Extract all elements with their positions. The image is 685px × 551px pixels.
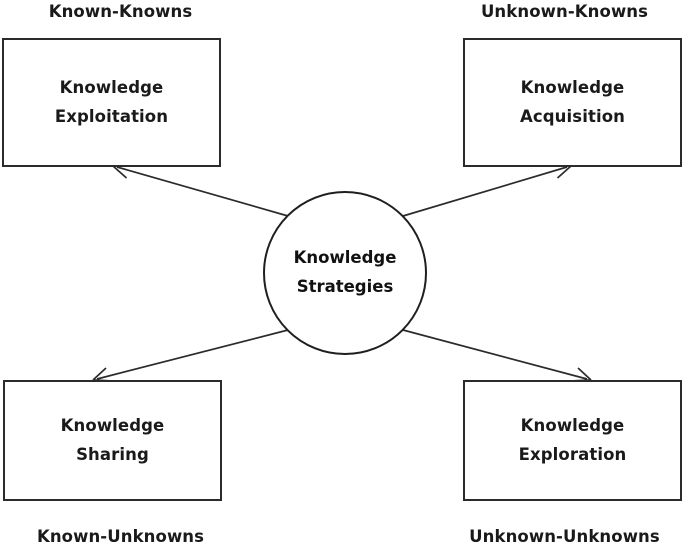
box-label-line1: Knowledge (60, 416, 165, 436)
box-label-line2: Exploitation (54, 106, 169, 126)
center-label-line2: Strategies (296, 277, 394, 296)
arrow-center-to-top-left (112, 163, 289, 217)
box-knowledge-exploitation: Knowledge Exploitation (2, 38, 221, 167)
quadrant-label-known-knowns: Known-Knowns (48, 2, 193, 21)
box-label-line1: Knowledge (520, 416, 625, 436)
center-node-knowledge-strategies: Knowledge Strategies (263, 191, 427, 355)
arrow-center-to-bottom-right (402, 329, 592, 382)
arrow-center-to-bottom-left (92, 329, 289, 382)
box-knowledge-acquisition: Knowledge Acquisition (463, 38, 682, 167)
box-label-line2: Exploration (518, 444, 627, 464)
box-knowledge-exploration: Knowledge Exploration (463, 380, 682, 501)
quadrant-label-unknown-unknowns: Unknown-Unknowns (469, 527, 660, 546)
arrow-center-to-top-right (402, 163, 572, 217)
center-label-line1: Knowledge (293, 248, 397, 268)
quadrant-label-known-unknowns: Known-Unknowns (36, 527, 205, 546)
box-label-line2: Acquisition (520, 106, 625, 126)
box-label-line1: Knowledge (59, 78, 164, 98)
quadrant-label-unknown-knowns: Unknown-Knowns (480, 2, 649, 21)
box-label-line1: Knowledge (520, 78, 625, 98)
box-label-line2: Sharing (76, 444, 149, 464)
box-knowledge-sharing: Knowledge Sharing (3, 380, 222, 501)
